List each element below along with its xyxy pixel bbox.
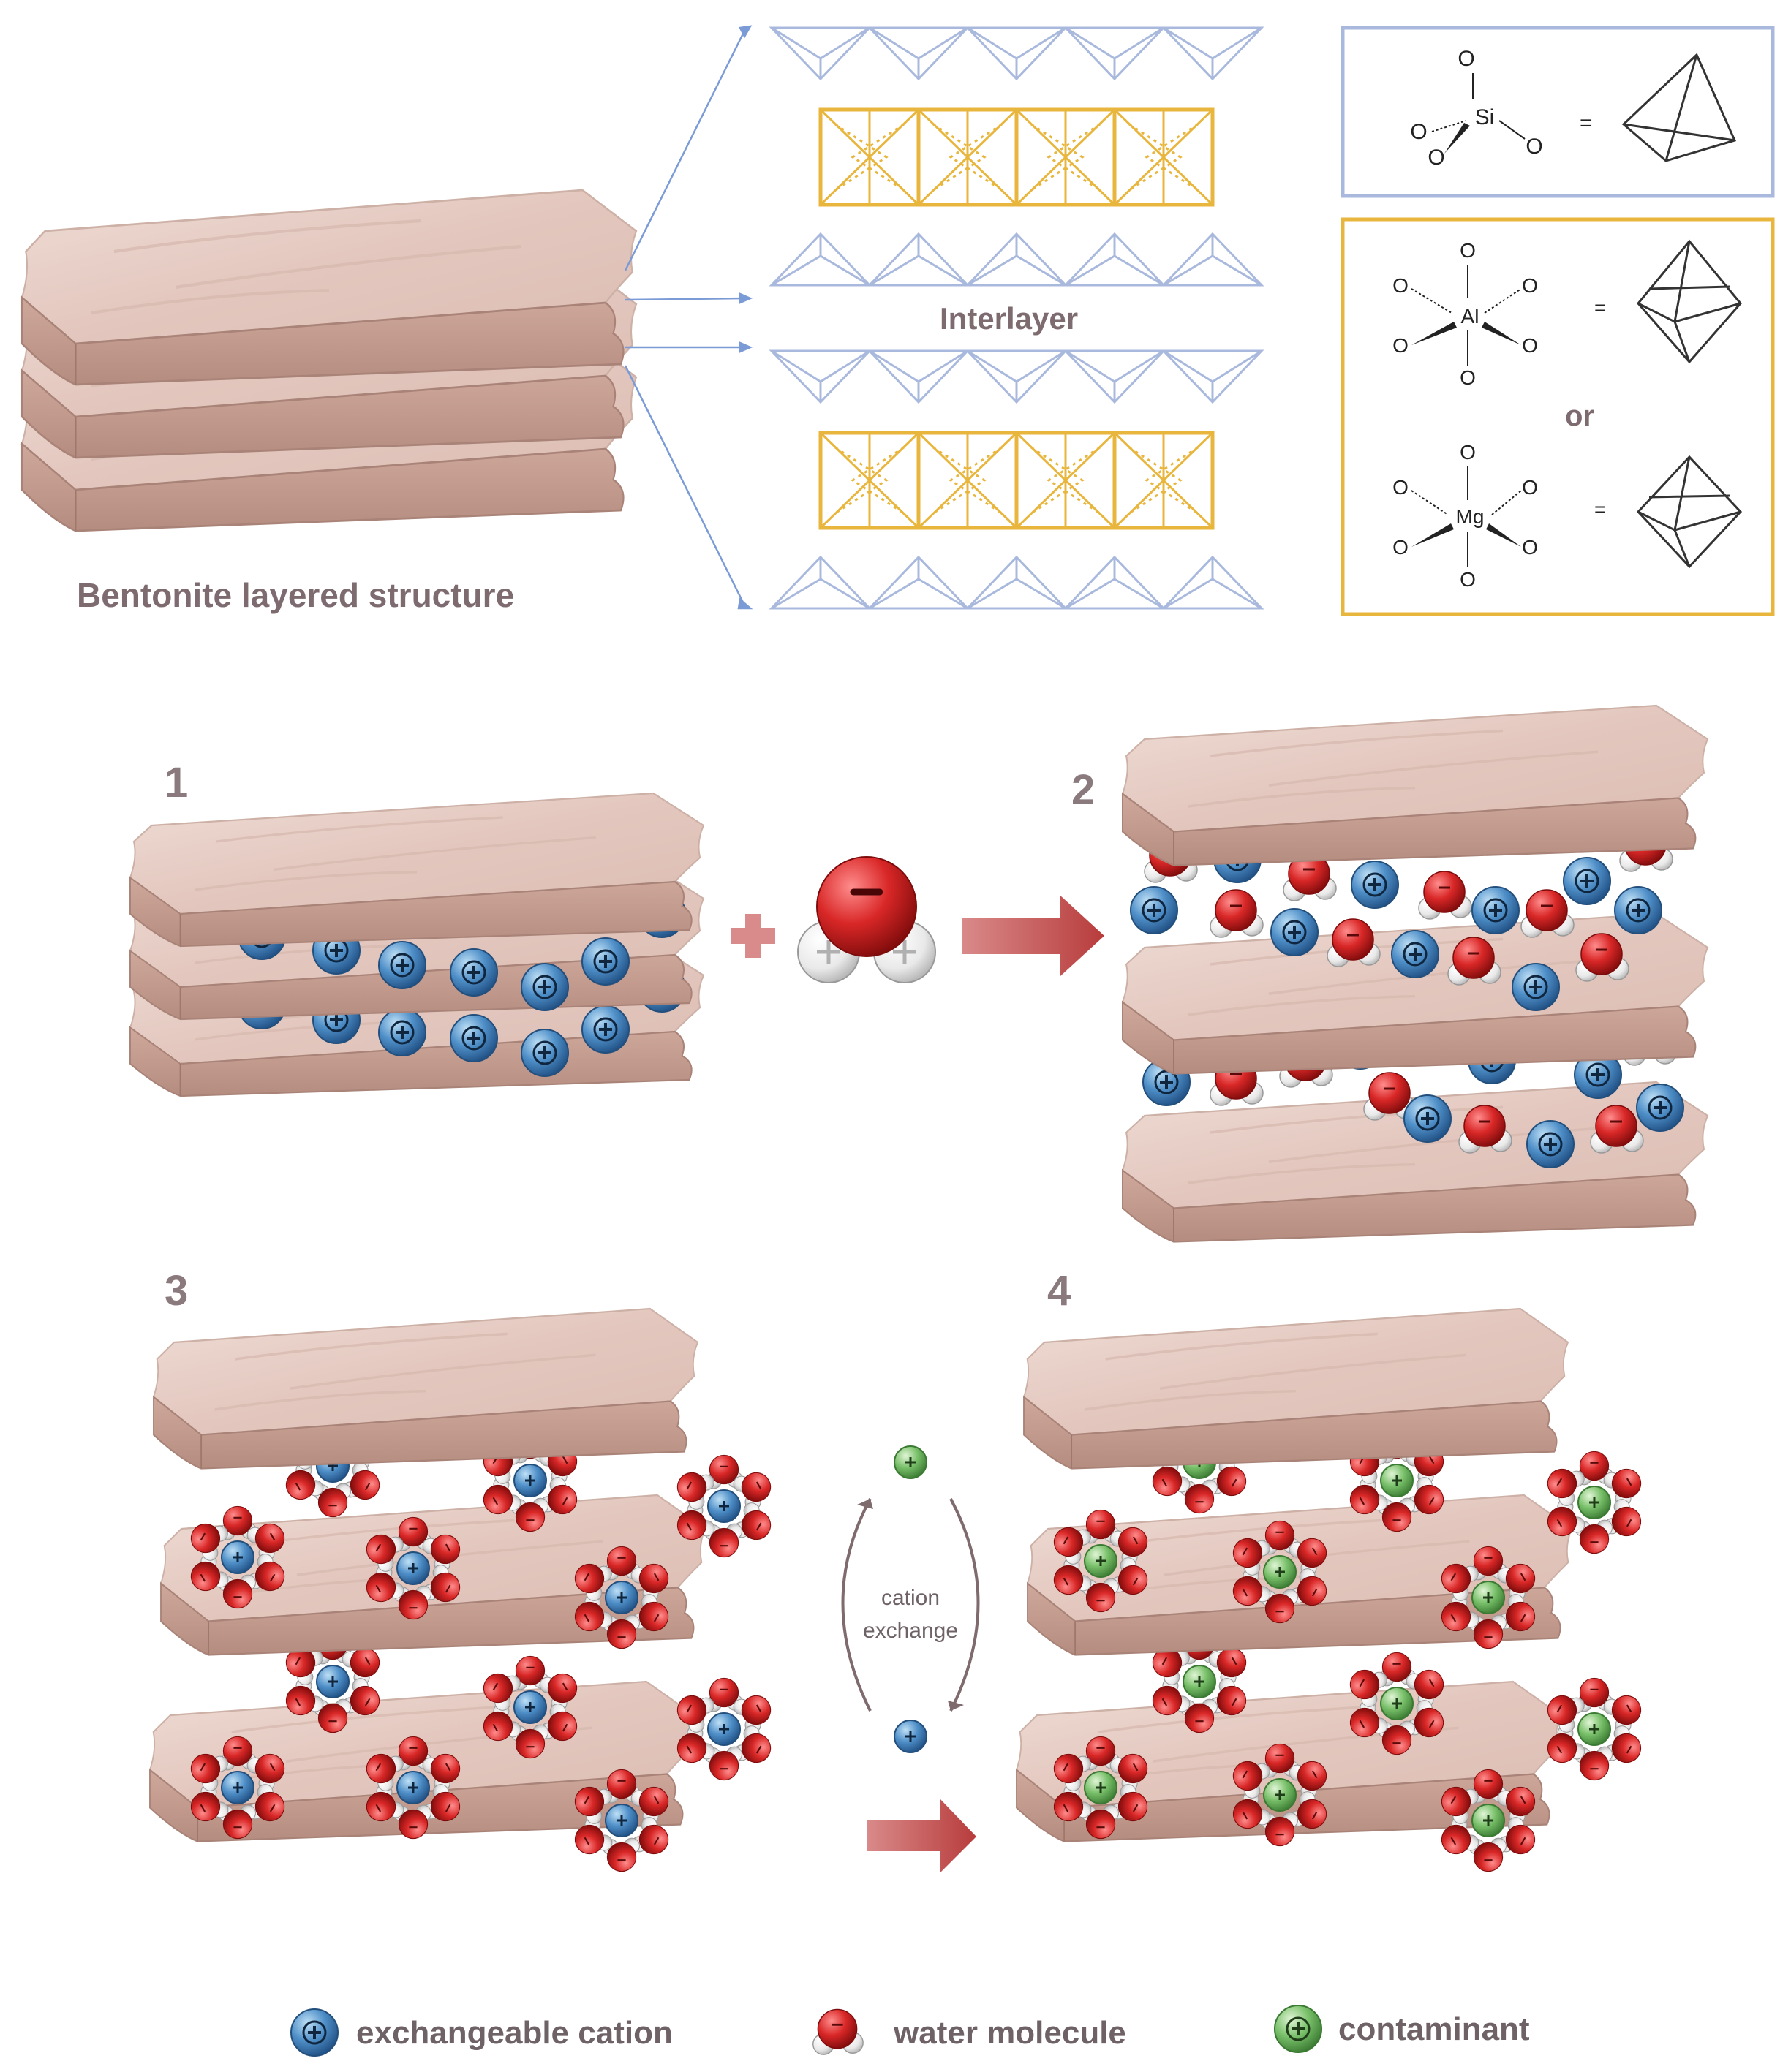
legend-contaminant: contaminant bbox=[1273, 2004, 1530, 2054]
water-molecule-large bbox=[798, 857, 935, 983]
svg-text:O: O bbox=[1460, 441, 1476, 464]
svg-text:O: O bbox=[1410, 120, 1427, 144]
svg-text:Mg: Mg bbox=[1456, 505, 1485, 528]
panel-number-4: 4 bbox=[1047, 1267, 1071, 1315]
svg-text:O: O bbox=[1522, 536, 1538, 559]
panel-number-1: 1 bbox=[165, 759, 188, 806]
cation-exchange-cycle: cation exchange bbox=[841, 1445, 980, 1754]
octahedral-key-box: O Al O O O O O = or O Mg O O O O O bbox=[1341, 217, 1775, 616]
legend-exchangeable-cation: exchangeable cation bbox=[290, 2008, 673, 2057]
zoom-lines bbox=[624, 25, 753, 610]
svg-text:O: O bbox=[1522, 274, 1538, 297]
or-label: or bbox=[1565, 400, 1594, 432]
arrow-1-to-2 bbox=[962, 896, 1104, 976]
svg-text:Al: Al bbox=[1461, 305, 1479, 328]
svg-text:water molecule: water molecule bbox=[893, 2015, 1126, 2051]
svg-text:O: O bbox=[1458, 47, 1474, 71]
panel-2 bbox=[1121, 704, 1709, 1244]
svg-text:O: O bbox=[1392, 536, 1409, 559]
svg-text:O: O bbox=[1428, 145, 1444, 170]
cation-exchange-label-2: exchange bbox=[863, 1619, 958, 1643]
svg-text:O: O bbox=[1392, 476, 1409, 499]
arrow-3-to-4 bbox=[867, 1799, 976, 1873]
legend-water-molecule: water molecule bbox=[812, 2008, 1126, 2056]
octahedron-icon-mg bbox=[1636, 455, 1743, 569]
svg-text:O: O bbox=[1460, 239, 1476, 262]
bentonite-slab-stack bbox=[22, 190, 636, 531]
svg-text:=: = bbox=[1580, 111, 1593, 135]
svg-text:O: O bbox=[1460, 366, 1476, 389]
octahedron-icon-al bbox=[1637, 239, 1742, 364]
panel-1 bbox=[129, 792, 705, 1097]
svg-text:O: O bbox=[1460, 568, 1476, 591]
panel-4 bbox=[1015, 1307, 1648, 1872]
plus-sign bbox=[731, 914, 775, 958]
panel-number-2: 2 bbox=[1071, 766, 1095, 814]
svg-text:O: O bbox=[1522, 476, 1538, 499]
svg-text:exchangeable cation: exchangeable cation bbox=[356, 2015, 673, 2051]
tetrahedron-icon bbox=[1621, 53, 1737, 162]
svg-text:=: = bbox=[1594, 296, 1606, 319]
svg-text:O: O bbox=[1522, 334, 1538, 357]
cation-exchange-label-1: cation bbox=[881, 1586, 940, 1610]
svg-text:Si: Si bbox=[1475, 105, 1495, 129]
svg-text:O: O bbox=[1526, 135, 1542, 159]
structure-label: Bentonite layered structure bbox=[77, 576, 514, 614]
panel-number-3: 3 bbox=[165, 1267, 188, 1315]
svg-text:contaminant: contaminant bbox=[1338, 2011, 1530, 2047]
panel-3 bbox=[148, 1307, 778, 1872]
tot-sheet-upper bbox=[772, 28, 1262, 285]
svg-text:=: = bbox=[1594, 498, 1606, 521]
interlayer-label: Interlayer bbox=[940, 301, 1078, 336]
svg-text:O: O bbox=[1392, 334, 1409, 357]
svg-text:O: O bbox=[1392, 274, 1409, 297]
tot-sheet-lower bbox=[772, 351, 1262, 608]
tetrahedral-key-box: O Si O O O = bbox=[1341, 26, 1775, 198]
legend: exchangeable cation water molecule conta… bbox=[290, 2004, 1530, 2057]
